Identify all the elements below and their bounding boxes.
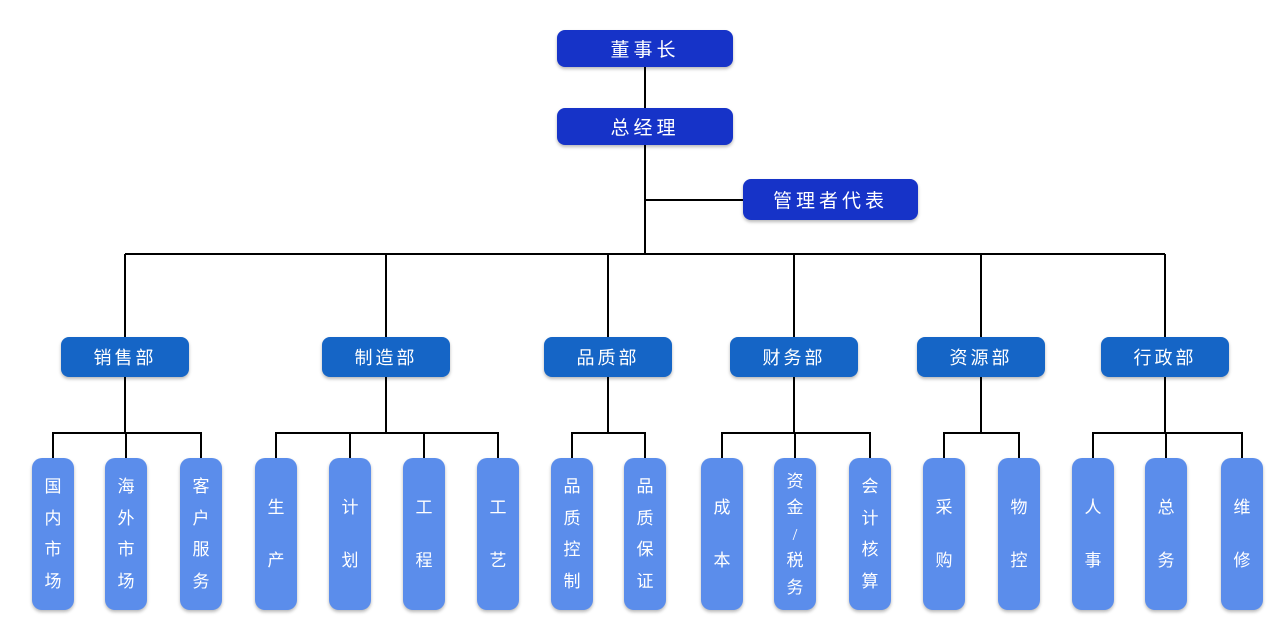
node-planning[interactable]: 计划 — [329, 458, 371, 610]
connector-line — [943, 432, 1020, 434]
node-maintenance[interactable]: 维修 — [1221, 458, 1263, 610]
connector-line — [52, 432, 202, 434]
connector-line — [385, 254, 387, 338]
connector-line — [200, 433, 202, 458]
connector-line — [52, 433, 54, 458]
connector-line — [275, 432, 499, 434]
node-dept-sales[interactable]: 销售部 — [61, 337, 189, 377]
connector-line — [349, 433, 351, 458]
connector-line — [980, 254, 982, 338]
connector-line — [275, 433, 277, 458]
connector-line — [125, 253, 1165, 255]
connector-line — [1164, 377, 1166, 433]
node-dept-administration[interactable]: 行政部 — [1101, 337, 1229, 377]
node-dept-manufacturing[interactable]: 制造部 — [322, 337, 450, 377]
connector-line — [1165, 433, 1167, 458]
connector-line — [644, 67, 646, 108]
connector-line — [1018, 433, 1020, 458]
connector-line — [385, 377, 387, 433]
connector-line — [645, 199, 743, 201]
node-general-affairs[interactable]: 总务 — [1145, 458, 1187, 610]
node-engineering[interactable]: 工程 — [403, 458, 445, 610]
node-chairman[interactable]: 董事长 — [557, 30, 733, 67]
connector-line — [1164, 254, 1166, 338]
connector-line — [124, 254, 126, 338]
connector-line — [794, 433, 796, 458]
connector-line — [793, 377, 795, 433]
connector-line — [571, 432, 646, 434]
node-funds-tax[interactable]: 资金/税务 — [774, 458, 816, 610]
connector-line — [607, 254, 609, 338]
node-dept-resources[interactable]: 资源部 — [917, 337, 1045, 377]
connector-line — [1241, 433, 1243, 458]
connector-line — [571, 433, 573, 458]
node-dept-finance[interactable]: 财务部 — [730, 337, 858, 377]
node-customer-service[interactable]: 客户服务 — [180, 458, 222, 610]
connector-line — [423, 433, 425, 458]
node-quality-control[interactable]: 品质控制 — [551, 458, 593, 610]
connector-line — [721, 433, 723, 458]
node-purchasing[interactable]: 采购 — [923, 458, 965, 610]
connector-line — [869, 433, 871, 458]
connector-line — [125, 433, 127, 458]
node-general-manager[interactable]: 总经理 — [557, 108, 733, 145]
node-hr[interactable]: 人事 — [1072, 458, 1114, 610]
node-material-control[interactable]: 物控 — [998, 458, 1040, 610]
connector-line — [1092, 433, 1094, 458]
node-cost[interactable]: 成本 — [701, 458, 743, 610]
connector-line — [607, 377, 609, 433]
connector-line — [124, 377, 126, 433]
node-management-representative[interactable]: 管理者代表 — [743, 179, 918, 220]
connector-line — [943, 433, 945, 458]
connector-line — [644, 433, 646, 458]
connector-line — [497, 433, 499, 458]
node-overseas-market[interactable]: 海外市场 — [105, 458, 147, 610]
connector-line — [721, 432, 871, 434]
connector-line — [1092, 432, 1243, 434]
node-process[interactable]: 工艺 — [477, 458, 519, 610]
node-accounting[interactable]: 会计核算 — [849, 458, 891, 610]
connector-line — [980, 377, 982, 433]
node-production[interactable]: 生产 — [255, 458, 297, 610]
node-domestic-market[interactable]: 国内市场 — [32, 458, 74, 610]
node-dept-quality[interactable]: 品质部 — [544, 337, 672, 377]
connector-line — [793, 254, 795, 338]
node-quality-assurance[interactable]: 品质保证 — [624, 458, 666, 610]
